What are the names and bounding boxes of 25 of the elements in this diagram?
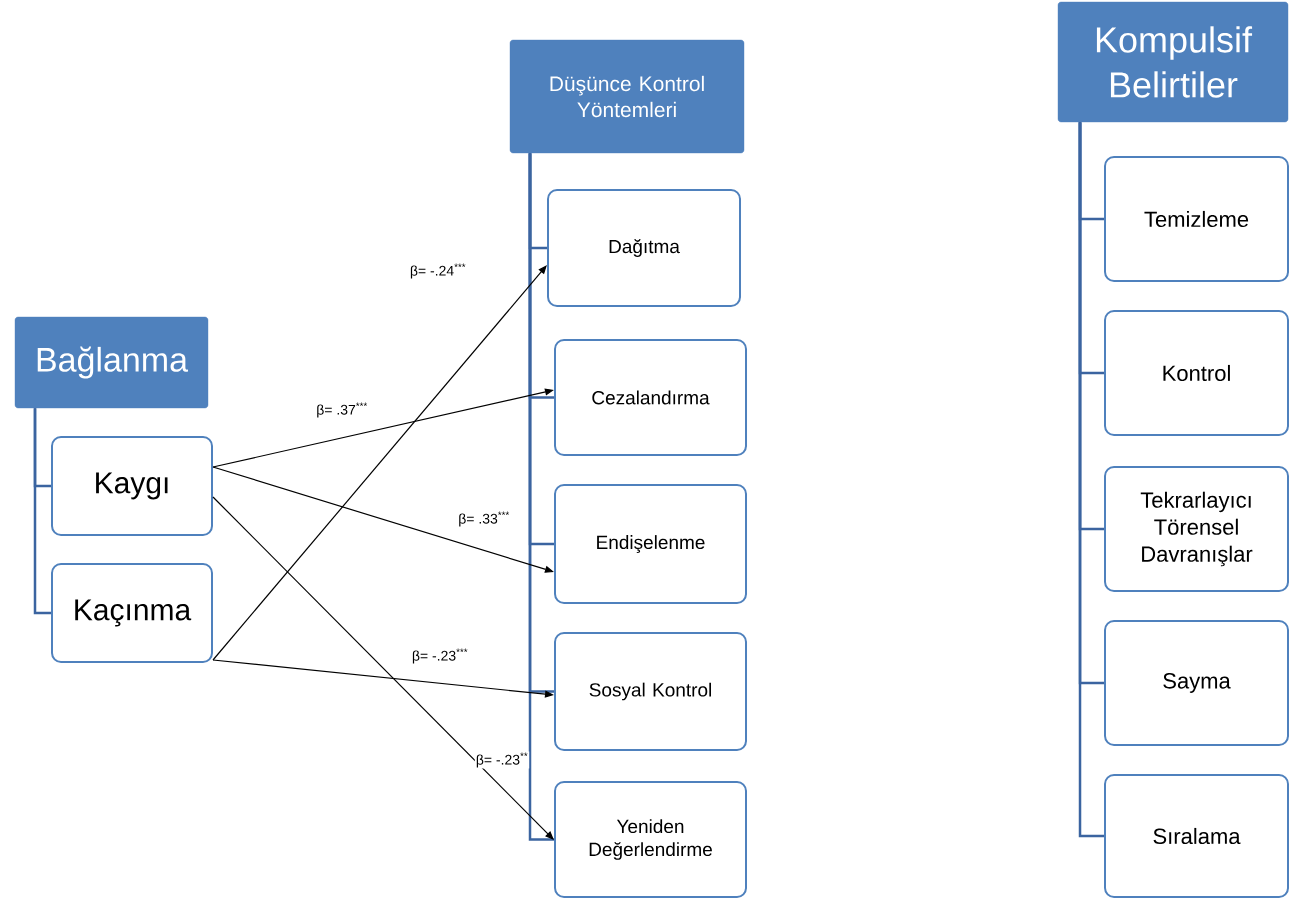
category-box: Temizleme <box>1104 156 1289 282</box>
category-box: Yeniden Değerlendirme <box>554 781 747 898</box>
edge-label: β= .37$^{***}$ <box>315 401 369 419</box>
edge-label: β= .33$^{***}$ <box>457 510 511 528</box>
header-box: Bağlanma <box>14 316 209 409</box>
tree-connector <box>1078 122 1104 838</box>
arrow <box>212 265 547 661</box>
category-box: Sosyal Kontrol <box>554 632 747 751</box>
category-box: Sıralama <box>1104 774 1289 898</box>
edge-label: β= -.23$^{**}$ <box>474 751 530 769</box>
edge-label: β= -.23$^{***}$ <box>410 647 470 665</box>
category-box: Cezalandırma <box>554 339 747 456</box>
edge-label: β= -.24$^{***}$ <box>408 262 468 280</box>
category-box: Kontrol <box>1104 310 1289 436</box>
header-box: Kompulsif Belirtiler <box>1057 1 1289 123</box>
category-box: Endişelenme <box>554 484 747 604</box>
category-box: Kaygı <box>51 436 213 536</box>
category-box: Tekrarlayıcı Törensel Davranışlar <box>1104 466 1289 592</box>
category-box: Dağıtma <box>547 189 741 307</box>
category-box: Kaçınma <box>51 563 213 663</box>
category-box: Sayma <box>1104 620 1289 746</box>
arrow <box>212 496 554 840</box>
tree-connector <box>33 408 51 615</box>
tree-connector <box>528 153 554 841</box>
header-box: Düşünce Kontrol Yöntemleri <box>509 39 745 154</box>
